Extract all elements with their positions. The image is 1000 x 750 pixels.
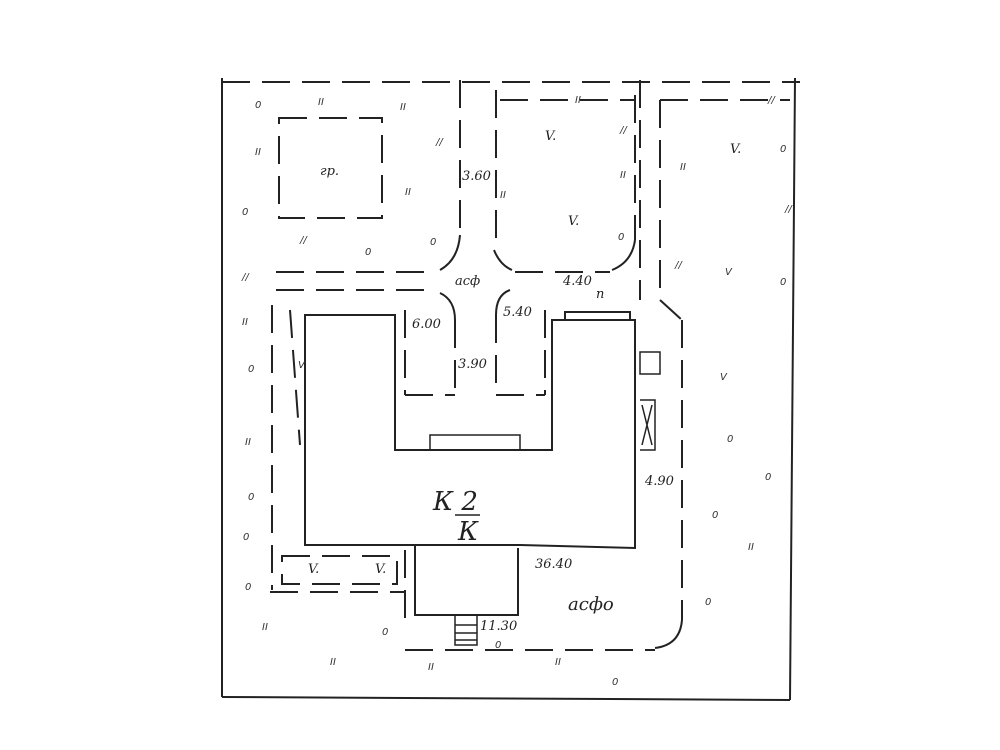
grass-mark: 0	[242, 207, 248, 218]
building-annex	[414, 545, 519, 616]
grass-mark: II	[620, 170, 626, 181]
square-plot	[278, 117, 383, 219]
grass-mark: 0	[248, 492, 254, 503]
label-asphalt-bottom: асфо	[568, 594, 614, 615]
grass-mark: 0	[382, 627, 388, 638]
label-court-mark: п	[596, 287, 604, 302]
label-dim-bottom: 36.40	[535, 557, 572, 572]
grass-mark: II	[405, 187, 411, 198]
grass-mark: 0	[618, 232, 624, 243]
grass-mark: //	[299, 235, 308, 246]
grass-mark: //	[241, 272, 250, 283]
annex-stair	[454, 614, 478, 646]
grass-mark: II	[555, 657, 561, 668]
entrance-steps	[429, 434, 521, 451]
grass-mark: //	[767, 95, 776, 106]
side-stair	[639, 351, 661, 375]
label-dim-left-court: 6.00	[412, 317, 441, 332]
grass-mark: II	[400, 102, 406, 113]
grass-marks: 0 II II II 0 // 0 0 // II 0 II 0 0 0 II …	[241, 95, 793, 688]
building-porch	[564, 311, 631, 321]
grass-mark: V	[298, 360, 306, 371]
grass-mark: 0	[712, 510, 718, 521]
grass-mark: 0	[705, 597, 711, 608]
grass-mark: II	[330, 657, 336, 668]
label-dim-small-top: 4.40	[562, 274, 592, 289]
grass-mark: 0	[780, 277, 786, 288]
label-tree: V.	[730, 142, 741, 157]
label-tree: V.	[375, 562, 386, 577]
grass-mark: 0	[248, 364, 254, 375]
grass-mark: 0	[780, 144, 786, 155]
grass-mark: II	[255, 147, 261, 158]
grass-mark: II	[262, 622, 268, 633]
label-square: гр.	[320, 164, 339, 179]
grass-mark: II	[245, 437, 251, 448]
label-tree: V.	[308, 562, 319, 577]
label-tree: V.	[568, 214, 579, 229]
label-tree: V.	[545, 129, 556, 144]
label-asphalt-center: асф	[455, 274, 480, 289]
grass-mark: II	[428, 662, 434, 673]
grass-mark: II	[500, 190, 506, 201]
site-boundary	[221, 77, 800, 701]
grass-mark: 0	[430, 237, 436, 248]
label-dim-right-side: 4.90	[644, 474, 674, 489]
grass-mark: II	[575, 95, 581, 106]
label-dim-court-gap: 3.90	[458, 357, 487, 372]
grass-mark: II	[318, 97, 324, 108]
grass-mark: 0	[245, 582, 251, 593]
grass-mark: 0	[765, 472, 771, 483]
grass-mark: //	[784, 204, 793, 215]
grass-mark: II	[748, 542, 754, 553]
grass-mark: 0	[495, 640, 501, 651]
roads	[270, 80, 790, 651]
label-dim-top-road: 3.60	[462, 169, 491, 184]
grass-mark: II	[242, 317, 248, 328]
label-building-code-top: К 2	[432, 487, 478, 517]
grass-mark: 0	[243, 532, 249, 543]
grass-mark: V	[720, 372, 728, 383]
label-dim-entrance: 11.30	[480, 619, 517, 634]
side-ramp	[640, 399, 656, 451]
grass-mark: 0	[612, 677, 618, 688]
grass-mark: V	[725, 267, 733, 278]
label-building-code-bottom: К	[457, 517, 479, 547]
grass-mark: 0	[255, 100, 261, 111]
grass-mark: //	[619, 125, 628, 136]
grass-mark: II	[680, 162, 686, 173]
label-dim-right-court: 5.40	[503, 305, 532, 320]
grass-mark: 0	[365, 247, 371, 258]
grass-mark: 0	[727, 434, 733, 445]
grass-mark: //	[674, 260, 683, 271]
grass-mark: //	[435, 137, 444, 148]
